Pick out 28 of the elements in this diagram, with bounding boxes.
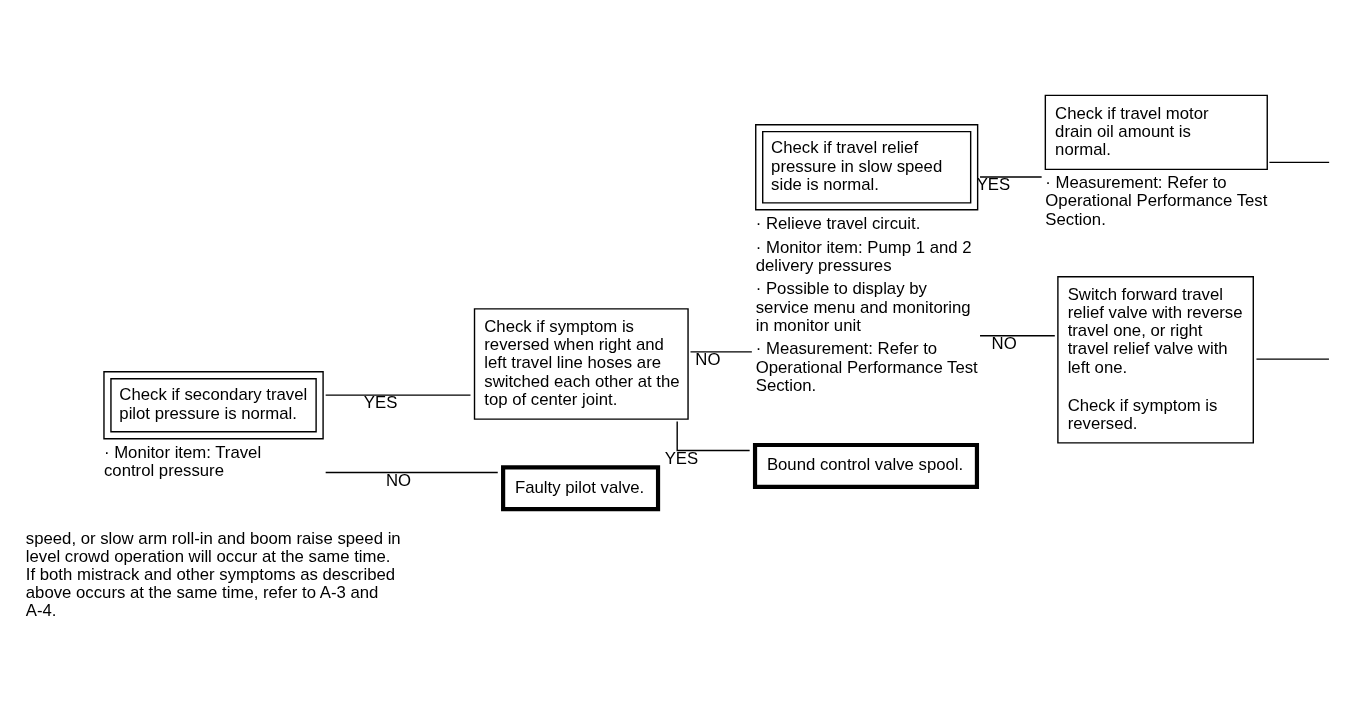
node-box: Check if secondary travel pilot pressure is normal. <box>103 370 324 439</box>
node-box: Faulty pilot valve. <box>501 464 661 511</box>
connector <box>676 420 751 451</box>
connector <box>324 393 472 396</box>
edge-label: NO <box>991 333 1017 353</box>
label: speed, or slow arm roll-in and boom raise speed in level crowd operation will occur at the same time. If both mistrack and other symptoms as described above occurs at the same time, refer to A-3 and A-4. <box>25 528 401 620</box>
node-box: Bound control valve spool. <box>752 442 980 489</box>
node-box: Check if travel relief pressure in slow speed side is normal. <box>755 123 979 210</box>
node-label: · Monitor item: Travel control pressure <box>103 442 262 480</box>
connector <box>689 350 753 352</box>
connector <box>979 175 1043 178</box>
edge-label: NO <box>385 470 412 490</box>
node-box: Switch forward travel relief valve with reverse travel one, or right travel relief valve with left one. Check if symptom is reversed. <box>1057 275 1254 444</box>
connector <box>1255 357 1330 360</box>
node-label: · Possible to display by service menu and monitoring in monitor unit <box>755 278 971 335</box>
node-label: · Measurement: Refer to Operational Performance Test Section. <box>1045 172 1268 229</box>
node-box: Check if symptom is reversed when right and left travel line hoses are switched each other at the top of center joint. <box>473 307 689 420</box>
connector <box>324 471 499 473</box>
node-label: · Monitor item: Pump 1 and 2 delivery pressures <box>755 237 972 275</box>
edge-label: YES <box>363 392 398 412</box>
edge-label: YES <box>664 448 699 468</box>
edge-label: YES <box>976 174 1011 194</box>
connector <box>979 334 1056 336</box>
node-label: · Measurement: Refer to Operational Performance Test Section. <box>755 338 978 395</box>
connector <box>1268 161 1330 163</box>
edge-label: NO <box>695 349 721 369</box>
node-label: · Relieve travel circuit. <box>755 213 921 233</box>
node-box: Check if travel motor drain oil amount is normal. <box>1044 94 1268 170</box>
